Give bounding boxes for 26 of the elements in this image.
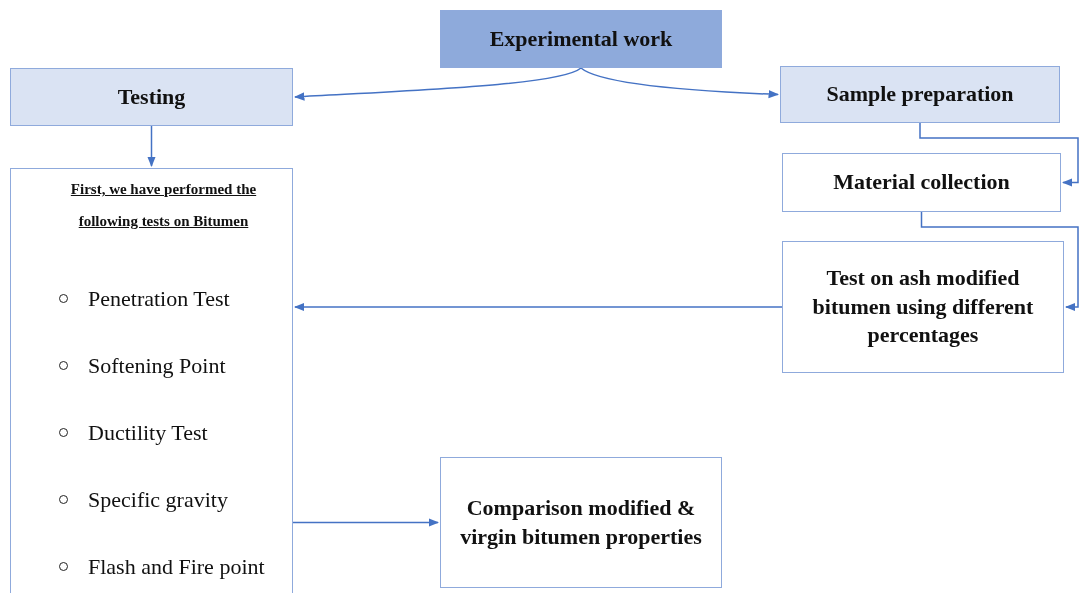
arrow [920, 211, 1079, 312]
box-label: Sample preparation [826, 80, 1014, 109]
list-item: Flash and Fire point [88, 552, 265, 581]
process-box [780, 66, 1060, 123]
arrow [292, 518, 440, 527]
list-box [10, 168, 293, 593]
process-box [782, 153, 1061, 212]
box-label: Material collection [833, 168, 1010, 197]
process-box [440, 10, 722, 68]
box-label: Test on ash modified bitumen using different percentages [811, 264, 1035, 350]
arrow [293, 302, 783, 312]
arrow [147, 125, 156, 168]
box-label: Testing [117, 82, 186, 111]
box-label: Comparison modified & virgin bitumen properties [459, 493, 703, 551]
process-box [782, 241, 1064, 373]
arrow [919, 122, 1079, 187]
list-item: Softening Point [88, 351, 226, 380]
process-box [10, 68, 293, 126]
box-label: Experimental work [489, 24, 673, 53]
list-heading: First, we have performed the following tests on Bitumen [69, 180, 258, 231]
list-item: Ductility Test [88, 418, 208, 447]
list-item: Penetration Test [88, 284, 230, 313]
process-box [440, 457, 722, 588]
list-item: Specific gravity [88, 485, 228, 514]
arrow [293, 67, 582, 101]
arrow [580, 67, 780, 99]
